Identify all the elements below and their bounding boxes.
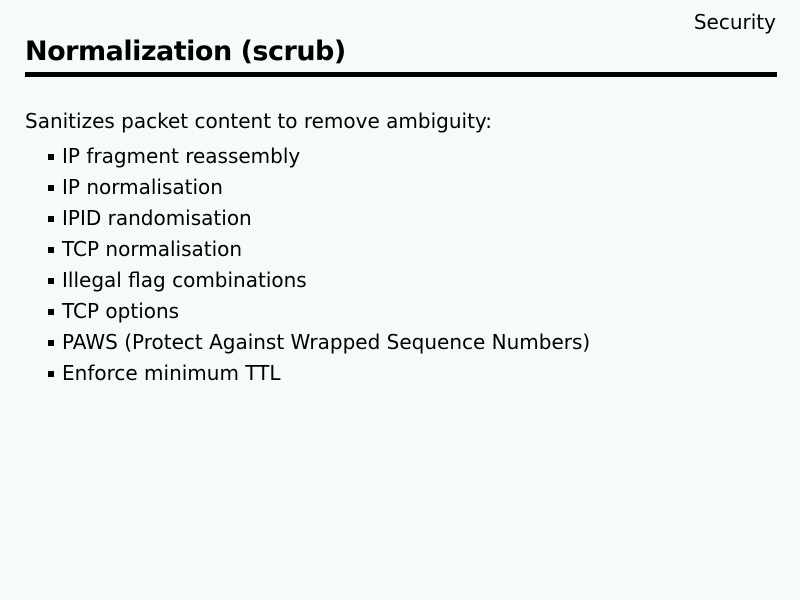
bullet-text: IPID randomisation — [62, 206, 252, 230]
bullet-square-icon — [48, 185, 54, 191]
list-item: Enforce minimum TTL — [0, 358, 590, 389]
list-item: TCP normalisation — [0, 234, 590, 265]
bullet-square-icon — [48, 340, 54, 346]
bullet-square-icon — [48, 247, 54, 253]
corner-label: Security — [693, 10, 776, 34]
page-title: Normalization (scrub) — [25, 36, 346, 67]
list-item: IPID randomisation — [0, 203, 590, 234]
bullet-square-icon — [48, 309, 54, 315]
list-item: Illegal flag combinations — [0, 265, 590, 296]
bullet-text: Illegal flag combinations — [62, 268, 307, 292]
list-item: TCP options — [0, 296, 590, 327]
bullet-list: IP fragment reassembly IP normalisation … — [0, 141, 590, 389]
bullet-text: Enforce minimum TTL — [62, 361, 281, 385]
bullet-text: IP normalisation — [62, 175, 223, 199]
bullet-text: PAWS (Protect Against Wrapped Sequence N… — [62, 330, 591, 354]
intro-text: Sanitizes packet content to remove ambig… — [25, 109, 493, 133]
bullet-square-icon — [48, 216, 54, 222]
bullet-text: TCP options — [62, 299, 180, 323]
list-item: PAWS (Protect Against Wrapped Sequence N… — [0, 327, 590, 358]
bullet-text: TCP normalisation — [62, 237, 243, 261]
list-item: IP fragment reassembly — [0, 141, 590, 172]
title-underline-rule — [25, 72, 777, 77]
bullet-square-icon — [48, 154, 54, 160]
bullet-square-icon — [48, 278, 54, 284]
list-item: IP normalisation — [0, 172, 590, 203]
bullet-text: IP fragment reassembly — [62, 144, 301, 168]
bullet-square-icon — [48, 371, 54, 377]
